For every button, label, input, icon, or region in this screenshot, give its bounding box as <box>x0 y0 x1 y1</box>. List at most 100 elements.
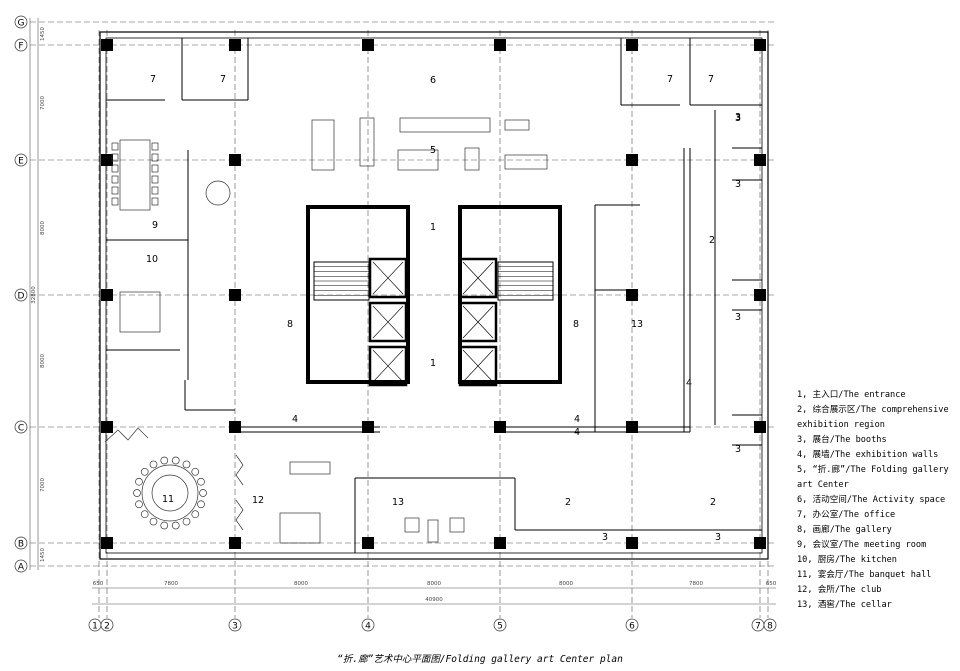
grid-bubble <box>14 153 28 167</box>
grid-col-label: 6 <box>629 622 635 632</box>
kitchen-counter <box>119 291 161 333</box>
column <box>362 39 374 51</box>
grid-row-label: D <box>18 292 25 302</box>
banquet-chair <box>160 456 169 465</box>
column <box>229 537 241 549</box>
exhibition-wall-piece <box>397 149 439 171</box>
chair <box>111 153 119 162</box>
dim-label: 7800 <box>689 581 703 587</box>
structural-columns <box>101 39 766 549</box>
room-label-r4a: 4 <box>292 414 298 425</box>
dim-label-total: 40900 <box>425 597 443 603</box>
banquet-chair <box>182 517 191 526</box>
column <box>362 421 374 433</box>
grid-lines <box>29 18 776 618</box>
column <box>101 39 113 51</box>
legend-item-2: 2, 综合展示区/The comprehensive exhibition re… <box>797 405 954 430</box>
grid-col-label: 1 <box>92 622 98 632</box>
cellar-table <box>427 519 439 543</box>
room-label-r5: 5 <box>430 145 436 156</box>
room-label-r6: 6 <box>430 75 436 86</box>
room-label-r3f: 3 <box>715 532 721 543</box>
column <box>101 537 113 549</box>
exhibition-wall-piece <box>464 147 480 171</box>
grid-bubble <box>228 618 242 632</box>
room-label-r11: 11 <box>162 494 174 505</box>
banquet-chair <box>149 460 158 469</box>
grid-bubble <box>14 559 28 573</box>
chair <box>151 175 159 184</box>
column <box>229 289 241 301</box>
room-label-r1a: 1 <box>430 222 436 233</box>
dim-label: 7000 <box>40 96 46 110</box>
legend-item-9: 9, 会议室/The meeting room <box>797 540 927 550</box>
elevator-shaft <box>368 301 408 343</box>
grid-col-label: 8 <box>767 622 773 632</box>
room-label-r4b: 4 <box>686 378 692 389</box>
banquet-chair <box>135 477 143 486</box>
column <box>229 421 241 433</box>
exhibition-wall-piece <box>504 119 530 131</box>
dim-label: 8000 <box>559 581 573 587</box>
chair <box>151 164 159 173</box>
elevator-shaft <box>368 257 408 299</box>
legend: 1, 主入口/The entrance 2, 综合展示区/The compreh… <box>797 388 957 613</box>
dim-label: 1450 <box>40 27 46 41</box>
grid-col-label: 5 <box>497 622 503 632</box>
legend-item-12: 12, 会所/The club <box>797 585 882 595</box>
dim-label: 1450 <box>40 548 46 562</box>
column <box>229 39 241 51</box>
exhibition-wall-zigzag <box>235 454 244 486</box>
plan-caption: “折.廊”艺术中心平面图/Folding gallery art Center … <box>337 654 623 665</box>
round-table <box>205 180 231 206</box>
room-label-r7a: 7 <box>150 74 156 85</box>
chair <box>111 186 119 195</box>
elevator-cross <box>462 305 494 339</box>
banquet-table <box>141 464 199 522</box>
column <box>754 289 766 301</box>
exhibition-wall-zigzag <box>104 427 149 443</box>
banquet-chair <box>135 500 143 509</box>
elevator-cross <box>372 261 404 295</box>
dim-label: 8000 <box>427 581 441 587</box>
furniture <box>104 117 548 544</box>
dim-label: 8000 <box>40 354 46 368</box>
column <box>494 537 506 549</box>
room-label-r1b: 1 <box>430 358 436 369</box>
grid-row-label: E <box>18 157 24 167</box>
grid-row-label: A <box>18 563 25 573</box>
legend-item-11: 11, 宴会厅/The banquet hall <box>797 570 932 580</box>
legend-item-3: 3, 展台/The booths <box>797 435 887 445</box>
walls <box>99 31 769 560</box>
grid-bubble <box>14 536 28 550</box>
room-label-r8b: 8 <box>573 319 579 330</box>
grid-bubble <box>14 420 28 434</box>
banquet-chair <box>149 517 158 526</box>
chair <box>151 153 159 162</box>
chair <box>111 175 119 184</box>
room-label-r3e: 3 <box>602 532 608 543</box>
grid-row-label: F <box>18 42 23 52</box>
room-label-r2a: 2 <box>709 235 715 246</box>
room-label-r7d: 7 <box>708 74 714 85</box>
room-label-r7b: 7 <box>220 74 226 85</box>
banquet-chair <box>191 510 200 519</box>
column <box>229 154 241 166</box>
elevator-shaft <box>368 345 408 387</box>
banquet-chair <box>133 489 141 497</box>
column <box>362 537 374 549</box>
elevator-shaft <box>458 301 498 343</box>
room-label-r3c: 3 <box>735 312 741 323</box>
room-label-r4d: 4 <box>574 427 580 438</box>
column <box>101 154 113 166</box>
legend-item-6: 6, 活动空间/The Activity space <box>797 495 946 505</box>
outer-wall <box>99 31 769 560</box>
dim-label: 7800 <box>164 581 178 587</box>
grid-row-label: C <box>18 424 24 434</box>
banquet-chair <box>197 477 205 486</box>
banquet-chair <box>140 510 149 519</box>
column <box>626 39 638 51</box>
legend-item-8: 8, 画廊/The gallery <box>797 525 892 535</box>
room-label-r7c: 7 <box>667 74 673 85</box>
column <box>626 289 638 301</box>
